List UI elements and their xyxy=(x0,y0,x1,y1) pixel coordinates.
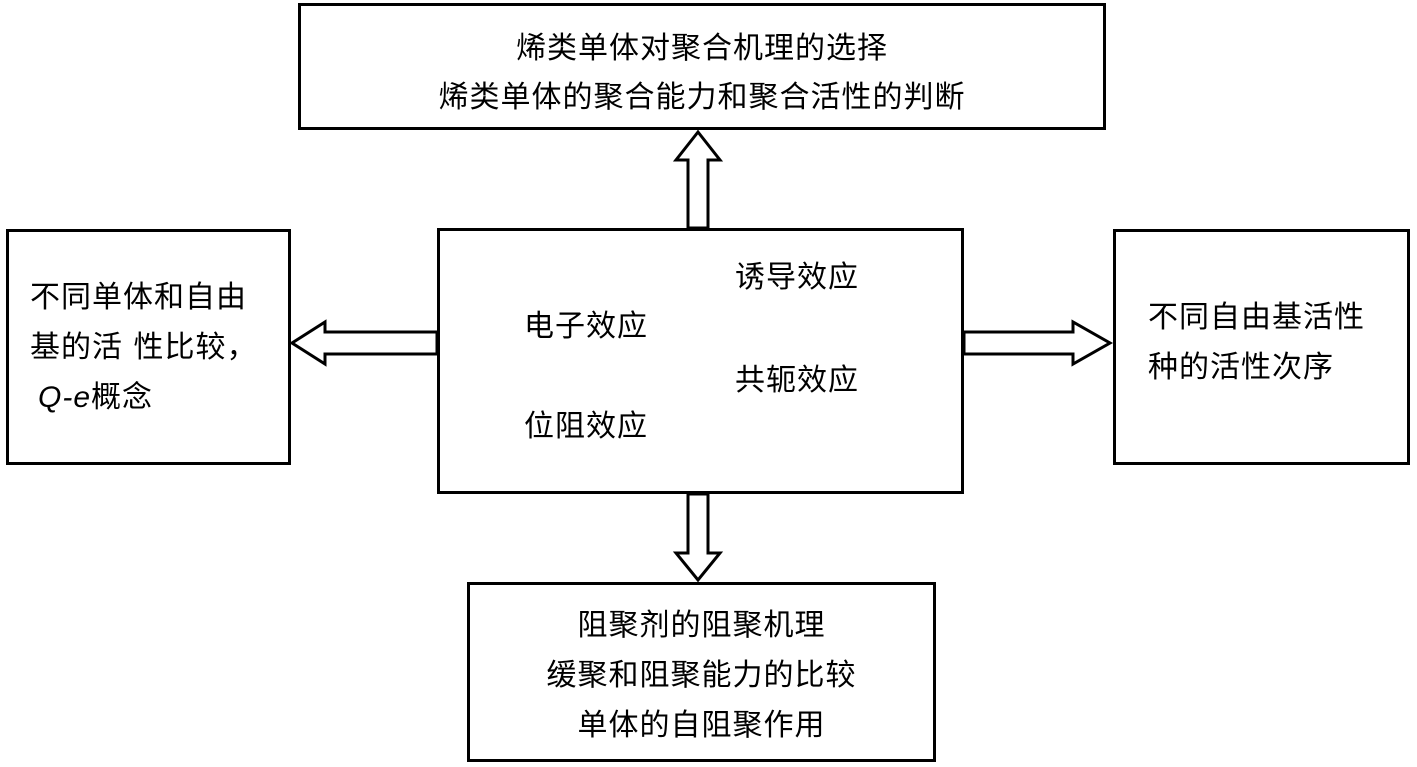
left-box-line-3: Q-e概念 xyxy=(38,383,153,413)
bottom-box-line-1: 阻聚剂的阻聚机理 xyxy=(577,608,826,643)
bottom-box: 阻聚剂的阻聚机理 缓聚和阻聚能力的比较 单体的自阻聚作用 xyxy=(467,582,936,762)
top-box-line-2: 烯类单体的聚合能力和聚合活性的判断 xyxy=(438,80,966,115)
concept-label: 概念 xyxy=(91,380,154,415)
right-box-line-1: 不同自由基活性 xyxy=(1148,300,1365,335)
left-box-line-1: 不同单体和自由 xyxy=(30,280,247,315)
left-box-line-2: 基的活 性比较， xyxy=(30,330,258,365)
arrow-left xyxy=(289,319,439,367)
right-box xyxy=(1113,229,1410,465)
inductive-effect-label: 诱导效应 xyxy=(735,260,859,295)
center-box xyxy=(437,228,964,494)
top-box-line-1: 烯类单体对聚合机理的选择 xyxy=(516,31,888,66)
conjugation-effect-label: 共轭效应 xyxy=(735,363,859,398)
arrow-up xyxy=(672,129,724,230)
arrow-right xyxy=(962,319,1114,367)
bottom-box-line-2: 缓聚和阻聚能力的比较 xyxy=(546,658,857,693)
bottom-box-line-3: 单体的自阻聚作用 xyxy=(577,708,826,743)
top-box: 烯类单体对聚合机理的选择 烯类单体的聚合能力和聚合活性的判断 xyxy=(298,3,1106,130)
electronic-effect-label: 电子效应 xyxy=(524,309,648,344)
steric-effect-label: 位阻效应 xyxy=(524,409,648,444)
left-box xyxy=(6,229,291,465)
right-box-line-2: 种的活性次序 xyxy=(1148,350,1334,385)
arrow-down xyxy=(672,492,724,583)
qe-scheme-label: Q-e xyxy=(38,381,92,414)
